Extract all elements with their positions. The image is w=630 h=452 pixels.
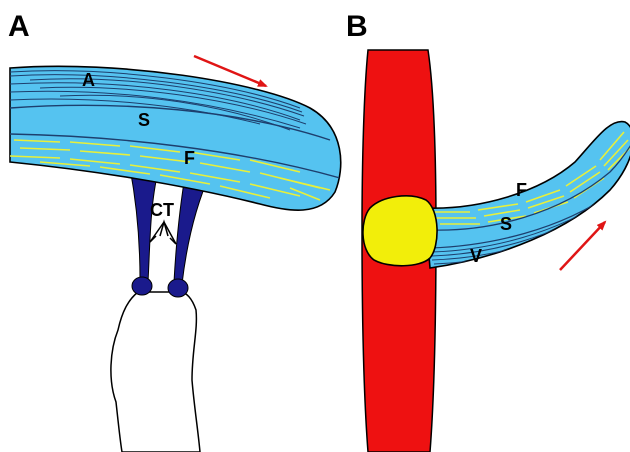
label-a-top: A [82,70,95,90]
panel-b-letter: B [346,10,368,43]
curved-tissue-layer: A S F [10,66,341,210]
yellow-nodule [363,196,437,266]
label-a-bottom: F [184,148,195,168]
movement-arrow-b [560,222,605,270]
panel-a: A [8,10,341,452]
label-b-top: F [516,180,527,200]
label-a-middle: S [138,110,150,130]
cell-body [111,292,200,452]
curved-tissue-layer-b: F S V [425,122,630,268]
label-b-bottom: V [470,246,482,266]
label-ct: CT [150,200,174,220]
panel-b: B F S V [346,10,630,452]
label-b-middle: S [500,214,512,234]
ct-annotation: CT [150,200,176,244]
panel-a-letter: A [8,10,30,43]
